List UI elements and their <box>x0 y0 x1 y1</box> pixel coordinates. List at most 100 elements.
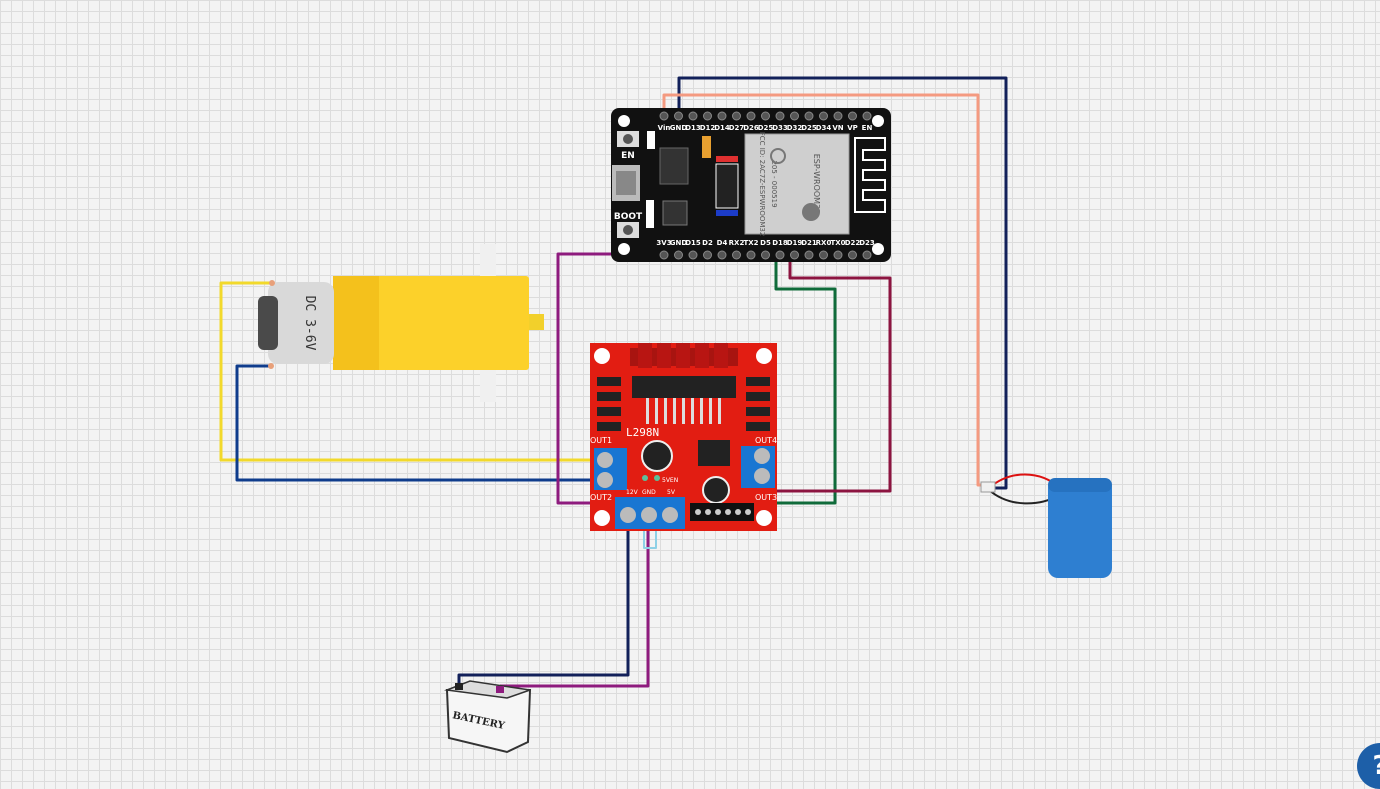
esp32-pin-top-vin[interactable] <box>659 111 669 121</box>
terminal-screw-5v[interactable] <box>662 507 678 523</box>
battery-terminal-positive[interactable] <box>496 686 504 693</box>
l298n-regulator <box>698 440 730 466</box>
esp32-pin-top-d13[interactable] <box>688 111 698 121</box>
l298n-control-header <box>690 503 754 521</box>
esp32-pin-bottom-d18[interactable] <box>775 250 785 260</box>
l298n-enable-pin-2[interactable] <box>654 475 660 481</box>
esp32-pin-label-bottom-10: D21 <box>801 239 817 247</box>
esp32-mount-hole-tr <box>872 115 884 127</box>
wire-motor-yellow[interactable] <box>219 281 596 462</box>
wire-motor-blue[interactable] <box>235 364 596 482</box>
l298n-out1-label: OUT1 <box>590 436 612 445</box>
esp32-pin-label-top-0: Vin <box>658 124 671 132</box>
esp32-pin-label-top-14: EN <box>862 124 873 132</box>
esp32-pin-top-d14[interactable] <box>717 111 727 121</box>
l298n-mount-hole-br <box>756 510 772 526</box>
dc-motor[interactable]: DC 3-6V <box>258 244 544 402</box>
lipo-battery[interactable] <box>980 473 1112 579</box>
esp32-pin-bottom-d23[interactable] <box>862 250 872 260</box>
battery-12v[interactable]: BATTERY <box>444 680 532 754</box>
lipo-cell <box>1048 478 1112 578</box>
help-button[interactable]: ? <box>1357 743 1380 789</box>
esp32-usb-chip <box>662 200 688 226</box>
esp32-pin-bottom-gnd[interactable] <box>674 250 683 260</box>
esp32-pin-label-top-11: D34 <box>816 124 832 132</box>
esp32-pin-bottom-d15[interactable] <box>688 250 698 260</box>
motor-gearbox <box>333 276 529 370</box>
esp32-pin-bottom-d5[interactable] <box>761 250 770 260</box>
esp32-pin-top-gnd[interactable] <box>674 111 683 121</box>
esp32-pin-bottom-rx0[interactable] <box>819 250 828 260</box>
esp32-boot-button-cap <box>623 225 633 235</box>
esp32-pin-top-d12[interactable] <box>703 111 712 121</box>
esp32-pin-label-bottom-8: D18 <box>772 239 788 247</box>
l298n-mount-hole-tr <box>756 348 772 364</box>
terminal-screw-12v[interactable] <box>620 507 636 523</box>
l298n-terminal-out3-out4 <box>741 446 775 488</box>
esp32-pin-label-bottom-12: TX0 <box>830 239 845 247</box>
l298n-diodes-left <box>597 377 621 431</box>
esp32-usb-port-inner <box>616 171 636 195</box>
esp32-pin-top-d25[interactable] <box>804 111 814 121</box>
motor-terminal-1[interactable] <box>269 280 275 286</box>
esp32-pin-label-top-3: D12 <box>700 124 716 132</box>
esp32-pin-bottom-d2[interactable] <box>703 250 712 260</box>
terminal-screw-out4-b[interactable] <box>754 468 770 484</box>
esp32-pin-top-d34[interactable] <box>819 111 828 121</box>
esp32-pin-top-vn[interactable] <box>833 111 843 121</box>
esp32-pin-label-top-5: D27 <box>729 124 745 132</box>
motor-terminal-2[interactable] <box>268 363 274 369</box>
motor-voltage-label: DC 3-6V <box>302 296 317 351</box>
esp32-pin-label-bottom-6: TX2 <box>743 239 758 247</box>
esp32-pin-label-top-2: D13 <box>685 124 701 132</box>
l298n-board[interactable]: L298N <box>590 343 777 531</box>
l298n-capacitor-1 <box>641 440 673 472</box>
esp32-boot-label: BOOT <box>614 212 643 222</box>
terminal-screw-out1-b[interactable] <box>597 472 613 488</box>
motor-endcap <box>258 296 278 350</box>
wire-battery-neg[interactable] <box>457 517 630 686</box>
wire-esp-d18-to-l298n[interactable] <box>733 256 837 505</box>
esp32-wroom-module <box>744 133 850 235</box>
wire-esp-gnd-to-lipo[interactable] <box>677 76 1008 490</box>
esp32-pin-label-bottom-1: GND <box>670 239 688 247</box>
esp32-pin-label-bottom-14: D23 <box>859 239 875 247</box>
esp32-pin-bottom-tx2[interactable] <box>746 250 756 260</box>
l298n-5v-label: 5V <box>667 489 676 496</box>
l298n-out3-label: OUT3 <box>755 493 777 502</box>
esp32-pin-top-en[interactable] <box>862 111 872 121</box>
esp32-pin-top-d33[interactable] <box>775 111 785 121</box>
esp32-pin-label-bottom-5: RX2 <box>729 239 745 247</box>
esp32-pin-top-d27[interactable] <box>732 111 741 121</box>
esp32-antenna-trace <box>854 137 886 213</box>
esp32-tantalum-cap <box>702 136 711 158</box>
terminal-screw-gnd[interactable] <box>641 507 657 523</box>
esp32-mount-hole-tl <box>618 115 630 127</box>
esp32-voltage-regulator <box>659 147 689 185</box>
terminal-screw-out1-a[interactable] <box>597 452 613 468</box>
esp32-pin-bottom-d4[interactable] <box>717 250 727 260</box>
battery-terminal-negative[interactable] <box>455 683 463 690</box>
wire-battery-pos[interactable] <box>500 517 650 688</box>
l298n-chip-label: L298N <box>626 426 659 439</box>
esp32-pin-bottom-d19[interactable] <box>790 250 799 260</box>
esp32-pin-top-vp[interactable] <box>848 111 857 121</box>
esp32-pin-top-d32[interactable] <box>790 111 799 121</box>
esp32-mount-hole-br <box>872 243 884 255</box>
l298n-enable-pin-1[interactable] <box>642 475 648 481</box>
esp32-pin-bottom-3v3[interactable] <box>659 250 669 260</box>
esp32-pin-bottom-d21[interactable] <box>804 250 814 260</box>
esp32-pin-bottom-d22[interactable] <box>848 250 857 260</box>
esp32-module-name: ESP-WROOM32 <box>812 154 821 215</box>
wires <box>219 76 1008 688</box>
lipo-connector[interactable] <box>980 481 996 493</box>
esp32-pin-bottom-rx2[interactable] <box>732 250 741 260</box>
esp32-pin-top-d26[interactable] <box>746 111 756 121</box>
terminal-screw-out4-a[interactable] <box>754 448 770 464</box>
esp32-pin-top-d25[interactable] <box>761 111 770 121</box>
esp32-pin-bottom-tx0[interactable] <box>833 250 843 260</box>
motor-gearbox-collar <box>333 276 379 370</box>
